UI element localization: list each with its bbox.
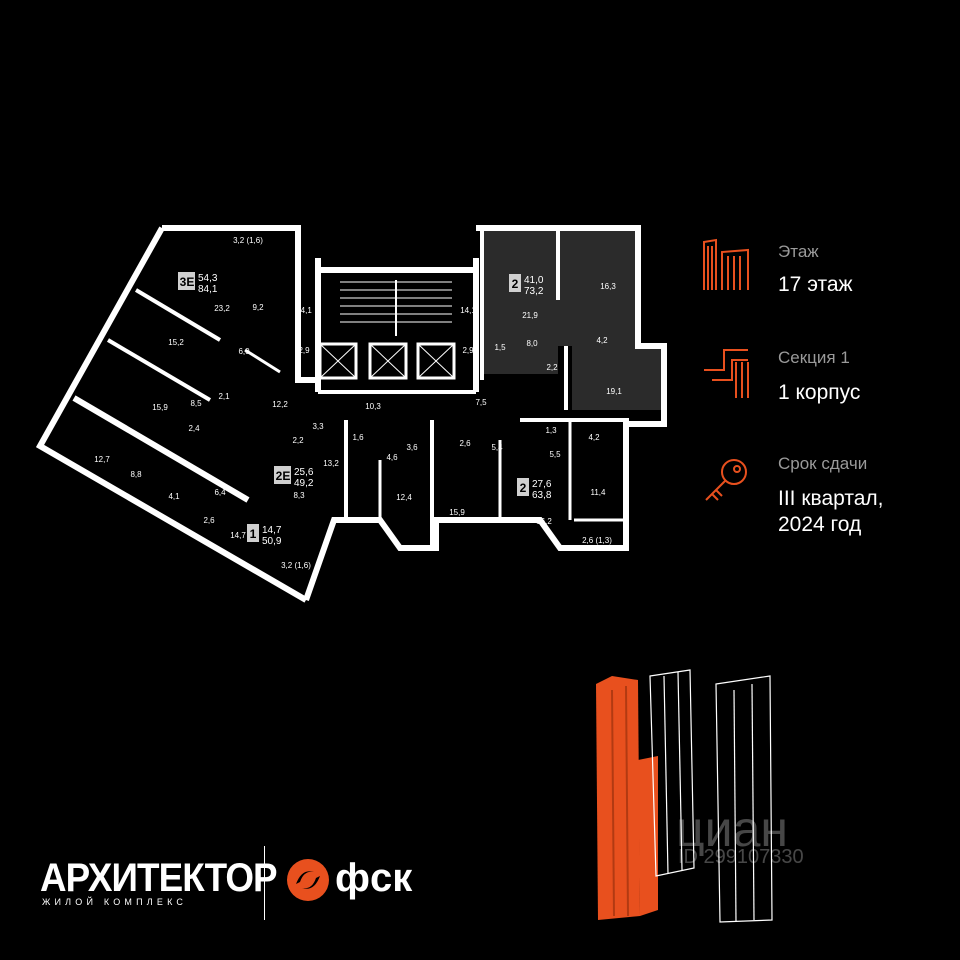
section-value: 1 корпус bbox=[778, 381, 861, 404]
room-area: 14,1 bbox=[460, 306, 476, 315]
key-icon bbox=[705, 459, 747, 501]
fsk-logo-icon bbox=[287, 859, 329, 901]
apartment-living: 14,7 bbox=[262, 525, 282, 536]
room-area: 9,2 bbox=[252, 303, 264, 312]
apartment-total: 50,9 bbox=[262, 536, 282, 547]
room-area: 19,1 bbox=[606, 387, 622, 396]
room-area: 2,2 bbox=[546, 363, 558, 372]
room-area: 4,6 bbox=[386, 453, 398, 462]
room-area: 7,5 bbox=[475, 398, 487, 407]
developer-logo: фск bbox=[335, 856, 413, 900]
room-area: 2,1 bbox=[218, 392, 230, 401]
room-area: 1,6 bbox=[352, 433, 364, 442]
room-area: 3,3 bbox=[312, 422, 324, 431]
watermark-logo: циан bbox=[676, 801, 788, 857]
staircase bbox=[340, 280, 452, 336]
room-area: 12,2 bbox=[272, 400, 288, 409]
apartment-total: 49,2 bbox=[294, 478, 314, 489]
room-area: 13,2 bbox=[323, 459, 339, 468]
deadline-value-line1: III квартал, bbox=[778, 487, 884, 510]
room-area: 6,4 bbox=[214, 488, 226, 497]
room-area: 8,8 bbox=[130, 470, 142, 479]
apartment-type: 2 bbox=[520, 481, 527, 495]
room-area: 15,2 bbox=[168, 338, 184, 347]
room-area: 1,3 bbox=[545, 426, 557, 435]
room-area: 16,2 bbox=[536, 517, 552, 526]
room-area: 2,4 bbox=[188, 424, 200, 433]
room-area: 15,9 bbox=[152, 403, 168, 412]
deadline-label: Срок сдачи bbox=[778, 454, 868, 473]
elevator-shafts bbox=[318, 342, 456, 380]
room-area: 2,9 bbox=[298, 346, 310, 355]
room-area: 2,6 bbox=[459, 439, 471, 448]
apartment-badges bbox=[178, 272, 529, 542]
walls bbox=[35, 225, 667, 603]
room-area: 4,2 bbox=[588, 433, 600, 442]
brand-divider bbox=[264, 846, 265, 920]
room-area: 15,9 bbox=[449, 508, 465, 517]
apartment-living: 25,6 bbox=[294, 467, 314, 478]
room-area: 16,3 bbox=[600, 282, 616, 291]
apartment-type: 2Е bbox=[276, 469, 291, 483]
apartment-living: 27,6 bbox=[532, 479, 552, 490]
room-area: 8,5 bbox=[190, 399, 202, 408]
apartment-living: 41,0 bbox=[524, 275, 544, 286]
room-labels: 3,2 (1,6) 23,2 9,2 15,2 6,0 15,9 8,5 2,1… bbox=[94, 236, 622, 570]
room-area: 2,6 (1,3) bbox=[582, 536, 612, 545]
apartment-type: 3Е bbox=[180, 275, 195, 289]
floor-label: Этаж bbox=[778, 242, 819, 261]
room-area: 14,7 bbox=[230, 531, 246, 540]
room-area: 2,6 bbox=[203, 516, 215, 525]
room-area: 21,9 bbox=[522, 311, 538, 320]
room-area: 2,9 bbox=[462, 346, 474, 355]
apartment-type: 2 bbox=[512, 277, 519, 291]
room-area: 12,4 bbox=[396, 493, 412, 502]
room-area: 5,4 bbox=[491, 443, 503, 452]
room-area: 6,0 bbox=[238, 347, 250, 356]
apartment-total: 63,8 bbox=[532, 490, 552, 501]
watermark-id: ID 299107330 bbox=[678, 846, 804, 868]
room-area: 3,6 bbox=[406, 443, 418, 452]
room-area: 1,5 bbox=[494, 343, 506, 352]
section-label: Секция 1 bbox=[778, 348, 850, 367]
room-area: 11,4 bbox=[591, 488, 607, 497]
room-area: 8,3 bbox=[293, 491, 305, 500]
apartment-total: 84,1 bbox=[198, 284, 218, 295]
deadline-value-line2: 2024 год bbox=[778, 513, 862, 536]
room-area: 3,2 (1,6) bbox=[281, 561, 311, 570]
room-area: 12,7 bbox=[94, 455, 110, 464]
room-area: 3,2 (1,6) bbox=[233, 236, 263, 245]
apartment-type: 1 bbox=[250, 527, 257, 541]
room-area: 5,5 bbox=[549, 450, 561, 459]
room-area: 4,2 bbox=[596, 336, 608, 345]
building-massing-illustration bbox=[596, 669, 773, 923]
apartment-total: 73,2 bbox=[524, 286, 544, 297]
building-icon bbox=[703, 238, 749, 290]
room-area: 2,2 bbox=[292, 436, 304, 445]
section-icon bbox=[704, 349, 749, 398]
room-area: 14,1 bbox=[296, 306, 312, 315]
highlighted-apartments bbox=[482, 228, 664, 410]
room-area: 4,1 bbox=[168, 492, 180, 501]
apartment-living: 54,3 bbox=[198, 273, 218, 284]
room-area: 8,0 bbox=[526, 339, 538, 348]
room-area: 23,2 bbox=[214, 304, 230, 313]
room-area: 10,3 bbox=[365, 402, 381, 411]
brand-logo-subtitle: ЖИЛОЙ КОМПЛЕКС bbox=[42, 897, 188, 907]
floor-value: 17 этаж bbox=[778, 273, 853, 296]
brand-logo: АРХИТЕКТОР bbox=[40, 856, 278, 900]
